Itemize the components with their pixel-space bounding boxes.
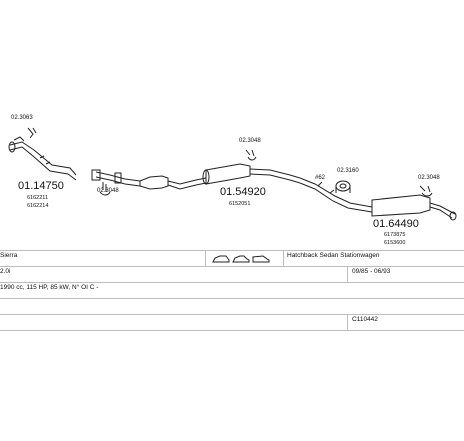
engine-details: 1990 cc, 115 HP, 85 kW, N° OI C - bbox=[0, 284, 99, 291]
clamp-front bbox=[27, 127, 37, 139]
part-label-pipe-ref: #62 bbox=[315, 175, 326, 181]
table-row-code: C110442 bbox=[0, 314, 464, 331]
part-number-front-pipe: 01.14750 bbox=[18, 180, 64, 192]
alt-number-rear-muffler-2: 6153600 bbox=[384, 240, 406, 246]
table-bottom-border bbox=[0, 330, 464, 331]
part-label-clamp-rear: 02.3160 bbox=[337, 168, 359, 174]
middle-pipe-1 bbox=[91, 169, 141, 196]
alt-number-front-pipe-1: 6162211 bbox=[27, 195, 49, 201]
engine-type: 2.0i bbox=[0, 268, 11, 275]
alt-number-centre-muffler: 6152051 bbox=[229, 201, 251, 207]
table-row-blank bbox=[0, 298, 464, 315]
rear-muffler bbox=[371, 185, 457, 221]
model-name: Sierra bbox=[0, 252, 18, 259]
front-pipe bbox=[8, 136, 77, 181]
kit-code: C110442 bbox=[352, 316, 378, 323]
body-type-icons bbox=[212, 255, 270, 263]
table-row-engine: 2.0i 09/85 - 06/93 bbox=[0, 266, 464, 283]
part-label-clamp-1: 02.3048 bbox=[97, 188, 119, 194]
rear-pipe bbox=[299, 177, 373, 213]
part-label-hanger-rear: 02.3048 bbox=[418, 175, 440, 181]
alt-number-front-pipe-2: 6162214 bbox=[27, 203, 49, 209]
part-label-hanger-centre: 02.3048 bbox=[239, 138, 261, 144]
exhaust-drawing bbox=[8, 127, 457, 221]
part-number-rear-muffler: 01.64490 bbox=[373, 218, 419, 230]
clamp-rear bbox=[335, 180, 351, 193]
production-dates: 09/85 - 06/93 bbox=[352, 268, 391, 275]
exhaust-diagram: 02.3063 01.14750 6162211 6162214 02.3048… bbox=[8, 115, 457, 246]
table-row-details: 1990 cc, 115 HP, 85 kW, N° OI C - bbox=[0, 282, 464, 299]
table-row-model: Sierra Hatchback Sedan Stationwagen bbox=[0, 250, 464, 267]
body-types: Hatchback Sedan Stationwagen bbox=[287, 252, 380, 259]
pre-muffler bbox=[139, 175, 207, 190]
part-number-centre-muffler: 01.54920 bbox=[220, 186, 266, 198]
part-label-gasket: 02.3063 bbox=[11, 115, 33, 121]
centre-muffler bbox=[202, 149, 301, 185]
alt-number-rear-muffler-1: 6173875 bbox=[384, 232, 406, 238]
